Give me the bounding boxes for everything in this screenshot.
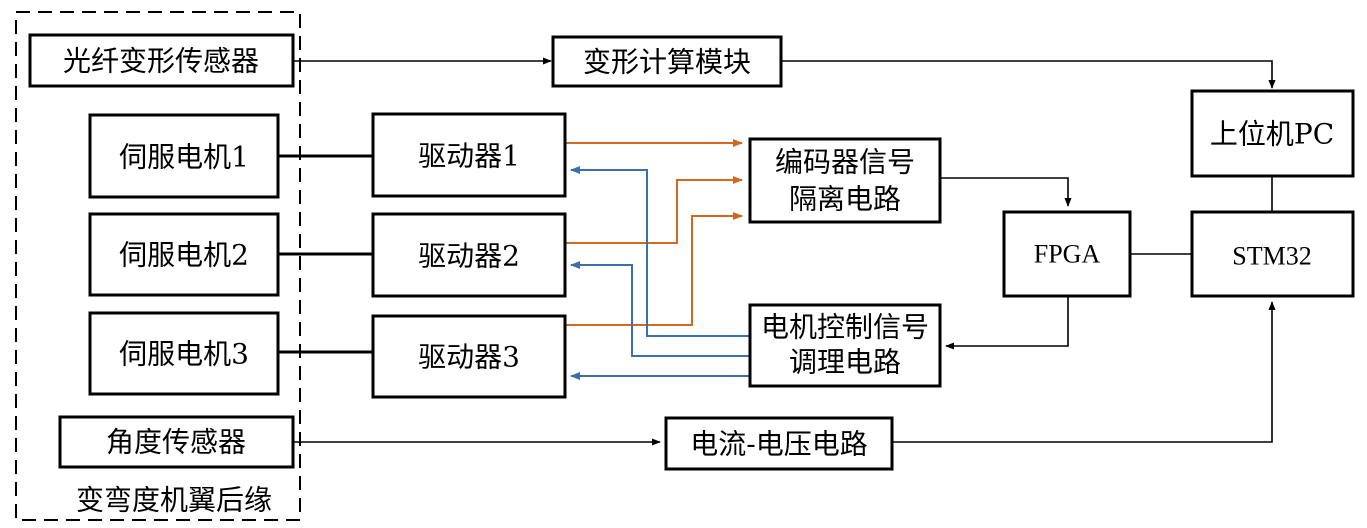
host-pc-block: 上位机PC bbox=[1190, 89, 1355, 178]
driver3-label: 驱动器3 bbox=[418, 341, 520, 374]
driver3-encoder-signal bbox=[565, 212, 743, 326]
driver2-block: 驱动器2 bbox=[371, 212, 567, 298]
servo1-block: 伺服电机1 bbox=[88, 113, 280, 199]
fpga-label: FPGA bbox=[1034, 240, 1101, 269]
angle-sensor-block: 角度传感器 bbox=[58, 415, 295, 469]
encoder-isolation-label-1: 编码器信号 bbox=[775, 146, 915, 179]
encoder-isolation-block: 编码器信号 隔离电路 bbox=[748, 137, 942, 224]
stm32-block: STM32 bbox=[1190, 210, 1355, 298]
driver3-block: 驱动器3 bbox=[371, 314, 567, 399]
servo1-label: 伺服电机1 bbox=[119, 141, 249, 174]
calc-to-pc-arrow bbox=[781, 60, 1276, 89]
servo3-block: 伺服电机3 bbox=[88, 311, 280, 396]
driver1-label: 驱动器1 bbox=[418, 140, 520, 173]
encoder-to-fpga-arrow bbox=[940, 177, 1072, 207]
encoder-isolation-label-2: 隔离电路 bbox=[789, 183, 901, 216]
driver2-label: 驱动器2 bbox=[418, 240, 520, 273]
iv-circuit-block: 电流-电压电路 bbox=[664, 416, 894, 471]
group-caption: 变弯度机翼后缘 bbox=[76, 484, 272, 517]
control-signal-driver2 bbox=[570, 261, 750, 357]
deform-calc-label: 变形计算模块 bbox=[583, 46, 751, 79]
driver1-block: 驱动器1 bbox=[371, 112, 567, 198]
host-pc-label: 上位机PC bbox=[1210, 118, 1334, 151]
driver2-encoder-signal bbox=[565, 176, 743, 244]
fiber-sensor-block: 光纤变形传感器 bbox=[28, 33, 295, 88]
angle-sensor-label: 角度传感器 bbox=[106, 426, 246, 459]
motor-control-label-1: 电机控制信号 bbox=[761, 311, 929, 344]
iv-to-stm32-arrow bbox=[892, 301, 1276, 443]
servo2-block: 伺服电机2 bbox=[88, 212, 280, 297]
motor-control-block: 电机控制信号 调理电路 bbox=[748, 303, 942, 388]
fpga-block: FPGA bbox=[1002, 210, 1132, 298]
deform-calc-block: 变形计算模块 bbox=[551, 35, 783, 88]
fiber-sensor-label: 光纤变形传感器 bbox=[63, 45, 259, 78]
servo2-label: 伺服电机2 bbox=[119, 239, 249, 272]
servo3-label: 伺服电机3 bbox=[119, 338, 249, 371]
iv-circuit-label: 电流-电压电路 bbox=[690, 428, 867, 461]
wing-trailing-edge-group bbox=[15, 11, 301, 521]
fpga-to-motorctrl-arrow bbox=[945, 296, 1069, 350]
stm32-label: STM32 bbox=[1232, 242, 1311, 271]
control-signal-driver1 bbox=[570, 166, 750, 337]
motor-control-label-2: 调理电路 bbox=[789, 346, 901, 379]
